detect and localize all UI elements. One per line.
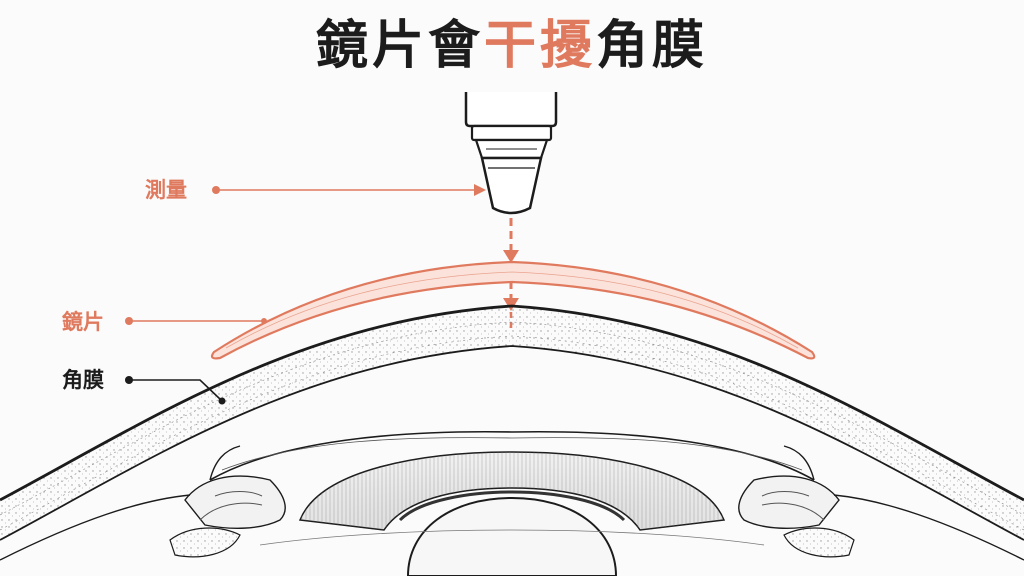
lens-leader — [125, 317, 267, 325]
title-highlight: 干擾 — [483, 16, 596, 76]
iris — [298, 451, 726, 531]
tonometer-probe — [464, 92, 558, 215]
title-part2: 角膜 — [596, 16, 709, 76]
cornea-label: 角膜 — [62, 368, 104, 392]
sclera — [0, 494, 1024, 561]
contact-lens — [210, 260, 816, 360]
cornea-leader — [125, 376, 226, 405]
ciliary-body-left — [169, 475, 286, 558]
title-part1: 鏡片會 — [315, 16, 484, 76]
crystalline-lens — [406, 496, 618, 576]
cornea — [0, 304, 1024, 541]
measure-label: 測量 — [145, 178, 187, 202]
ciliary-body-right — [738, 475, 855, 558]
page-title: 鏡片會干擾角膜 — [0, 14, 1024, 78]
lens-label: 鏡片 — [62, 310, 104, 334]
measure-leader — [212, 184, 486, 196]
anterior-chamber — [209, 430, 815, 481]
